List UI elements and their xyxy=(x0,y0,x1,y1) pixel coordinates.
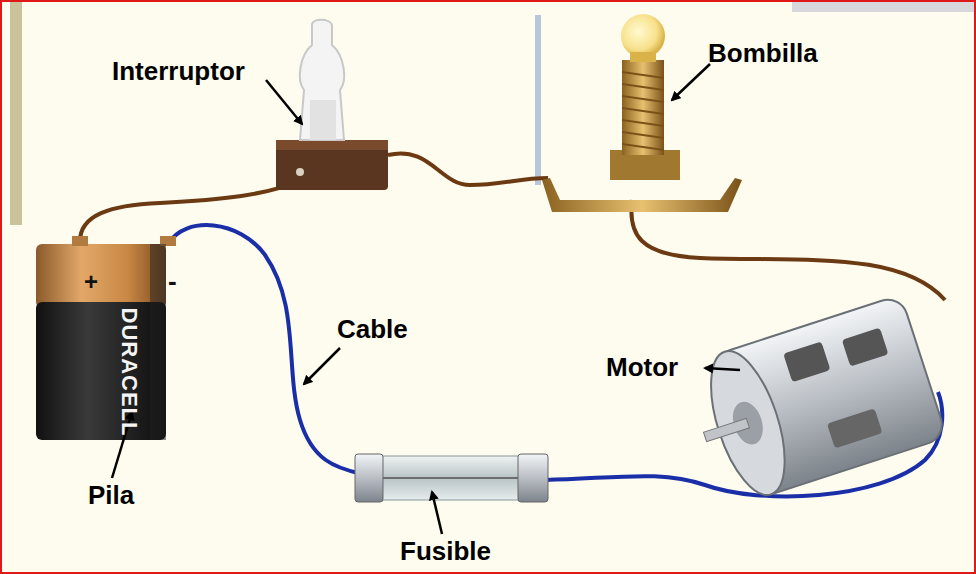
part-label: Bombilla xyxy=(708,40,818,66)
part-label: Motor xyxy=(606,354,678,380)
polarity-mark: + xyxy=(84,270,98,294)
polarity-mark: - xyxy=(168,268,177,294)
leader-lines xyxy=(112,64,740,534)
part-label: Interruptor xyxy=(112,58,245,84)
brand-text: DURACELL xyxy=(117,308,139,437)
part-label: Pila xyxy=(88,482,134,508)
part-label: Fusible xyxy=(400,538,491,564)
part-label: Cable xyxy=(337,316,408,342)
